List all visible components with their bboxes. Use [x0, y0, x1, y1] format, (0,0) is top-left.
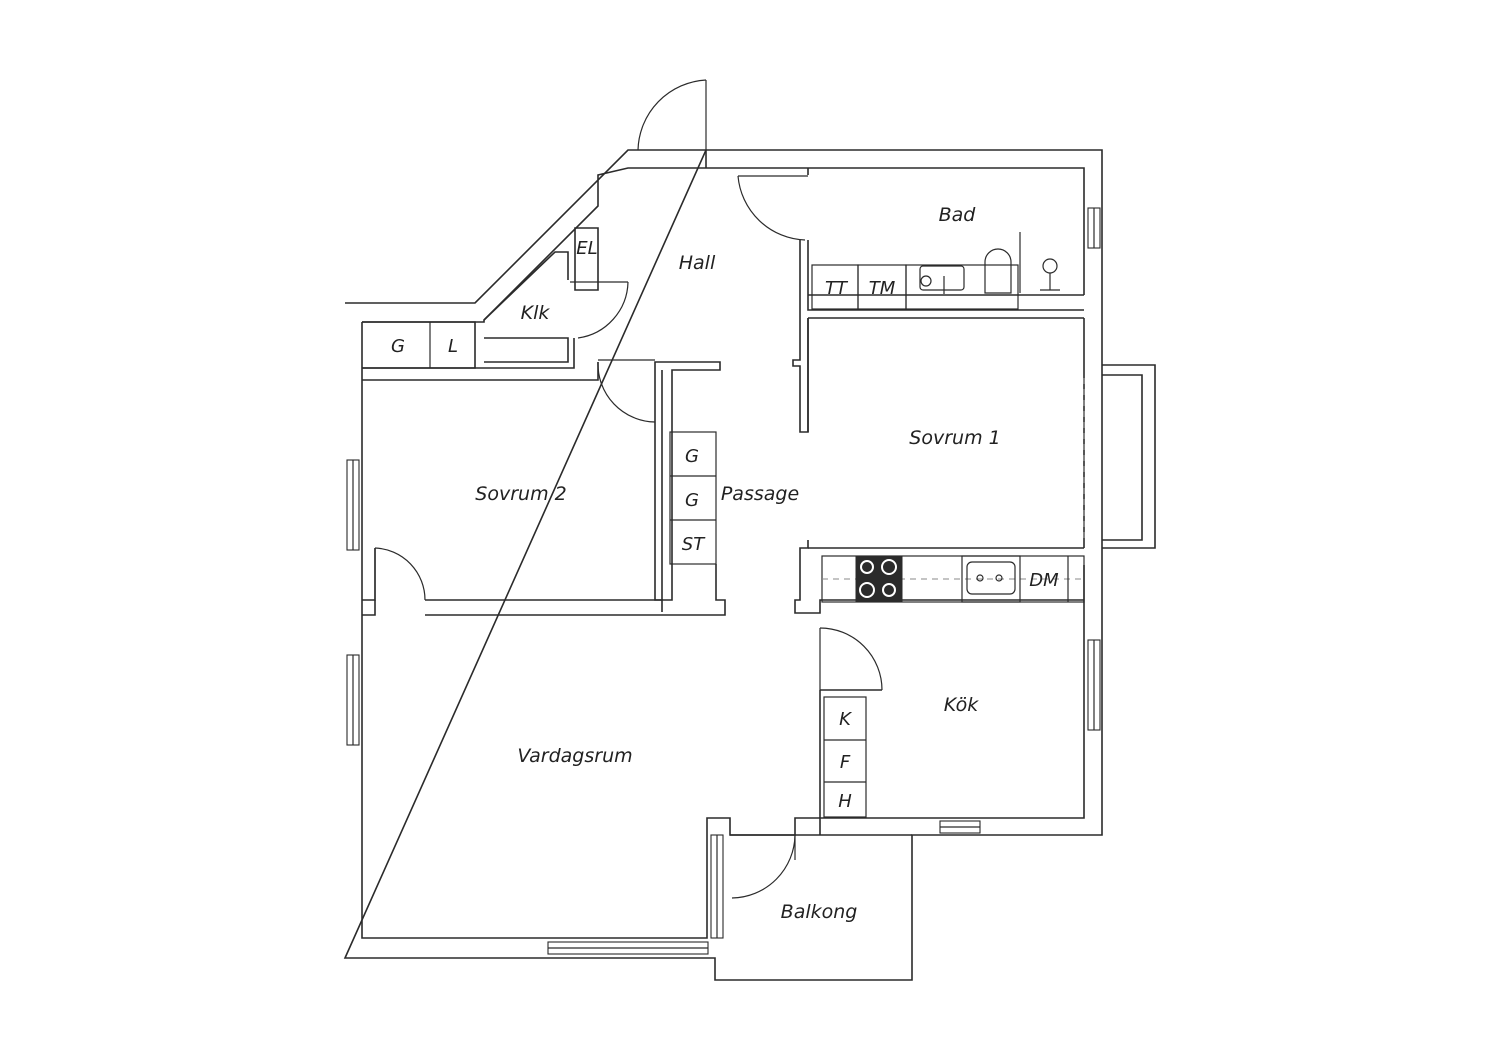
fixture-label-g-passage-2: G [685, 490, 699, 511]
fixture-label-st: ST [682, 534, 706, 555]
fixture-label-dm: DM [1029, 570, 1059, 591]
fixture-label-g-passage-1: G [685, 446, 699, 467]
balcony [730, 817, 820, 899]
room-label-kok: Kök [944, 694, 979, 716]
fixture-label-tt: TT [825, 278, 849, 299]
room-label-sovrum2: Sovrum 2 [475, 483, 566, 505]
room-label-bad: Bad [939, 204, 977, 226]
room-label-sovrum1: Sovrum 1 [909, 427, 1000, 449]
room-label-passage: Passage [721, 483, 799, 505]
sovrum2-walls [362, 547, 726, 616]
windows [346, 207, 1101, 955]
bathroom [737, 168, 1084, 319]
fixture-label-h: H [838, 791, 852, 812]
room-label-vardagsrum: Vardagsrum [517, 745, 632, 767]
sovrum1 [807, 318, 1156, 549]
fixture-label-f: F [840, 752, 851, 773]
room-label-balkong: Balkong [781, 901, 858, 923]
hall-walls [362, 227, 809, 601]
entry-door[interactable] [628, 79, 707, 151]
room-label-klk: Klk [521, 302, 551, 324]
room-label-el: EL [576, 238, 597, 259]
fixture-label-l-closet: L [448, 336, 458, 357]
room-label-hall: Hall [679, 252, 716, 274]
fixture-label-g-closet: G [391, 336, 405, 357]
fixture-label-k: K [839, 709, 852, 730]
fixture-label-tm: TM [869, 278, 896, 299]
kitchen [794, 540, 1085, 818]
